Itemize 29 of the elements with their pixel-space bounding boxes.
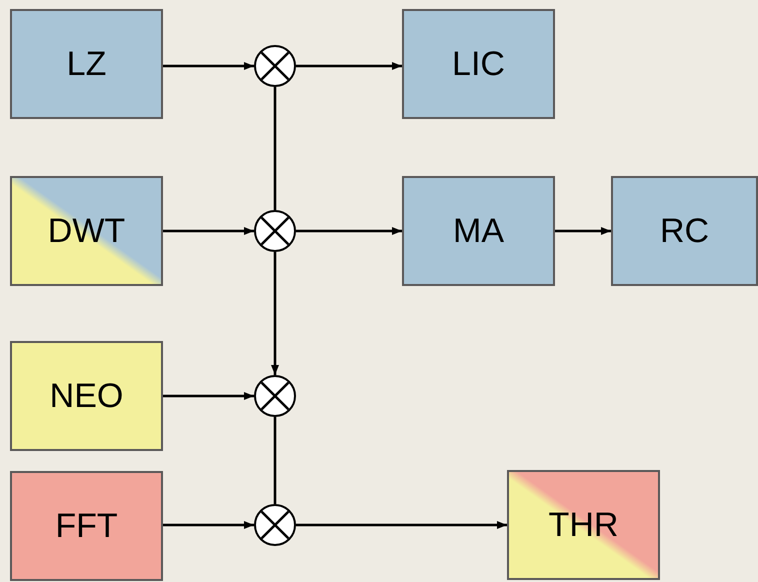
arrow (163, 227, 254, 235)
arrow (296, 227, 402, 235)
process-box (402, 176, 555, 286)
process-box (10, 341, 163, 451)
arrow (555, 227, 611, 235)
box-label: LZ (66, 44, 106, 84)
arrow (163, 62, 254, 70)
multiplier-symbol (254, 504, 296, 546)
box-label: FFT (55, 506, 118, 546)
box-label: MA (453, 212, 504, 250)
arrow (163, 392, 254, 400)
box-label: DWT (48, 212, 126, 250)
process-box (10, 9, 163, 119)
arrow (271, 252, 279, 375)
arrow (296, 62, 402, 70)
multiplier-symbol (254, 210, 296, 252)
process-box (402, 9, 555, 119)
multiplier-symbol (254, 375, 296, 417)
process-box (10, 176, 163, 286)
box-label: NEO (50, 376, 124, 416)
arrow (296, 521, 507, 529)
process-box (10, 471, 163, 581)
box-label: RC (660, 212, 710, 250)
process-box (611, 176, 758, 286)
arrow (163, 521, 254, 529)
box-label: LIC (452, 44, 505, 84)
process-box (507, 470, 660, 580)
multiplier-symbol (254, 45, 296, 87)
box-label: THR (548, 506, 618, 544)
